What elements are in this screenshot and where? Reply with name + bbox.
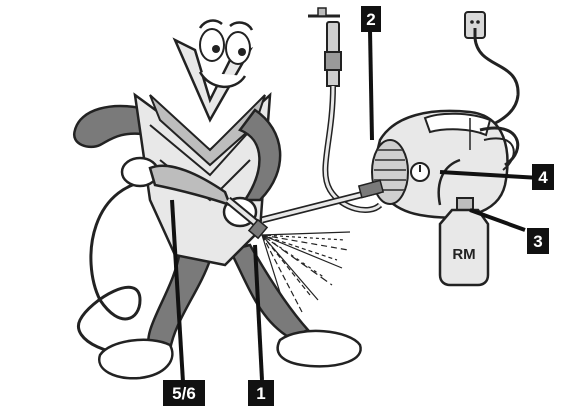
- svg-text:1: 1: [256, 384, 265, 403]
- vent-grille: [372, 140, 408, 204]
- right-shoe: [278, 331, 361, 366]
- callout-4: 4: [532, 164, 554, 190]
- mascot-face: [200, 21, 252, 87]
- svg-text:2: 2: [366, 10, 375, 29]
- callout-1: 1: [248, 380, 274, 406]
- water-tap-icon: [308, 8, 341, 86]
- svg-text:4: 4: [538, 168, 548, 187]
- high-pressure-hose: [78, 180, 160, 356]
- callout-2: 2: [361, 6, 381, 32]
- pressure-washer-unit: [372, 111, 518, 218]
- svg-text:5/6: 5/6: [172, 384, 196, 403]
- left-shoe: [99, 340, 172, 378]
- callout-3: 3: [527, 228, 549, 254]
- bottle-label: RM: [452, 246, 475, 263]
- callout-5-6: 5/6: [163, 380, 205, 406]
- svg-text:3: 3: [533, 232, 542, 251]
- wall-outlet-icon: [465, 12, 485, 38]
